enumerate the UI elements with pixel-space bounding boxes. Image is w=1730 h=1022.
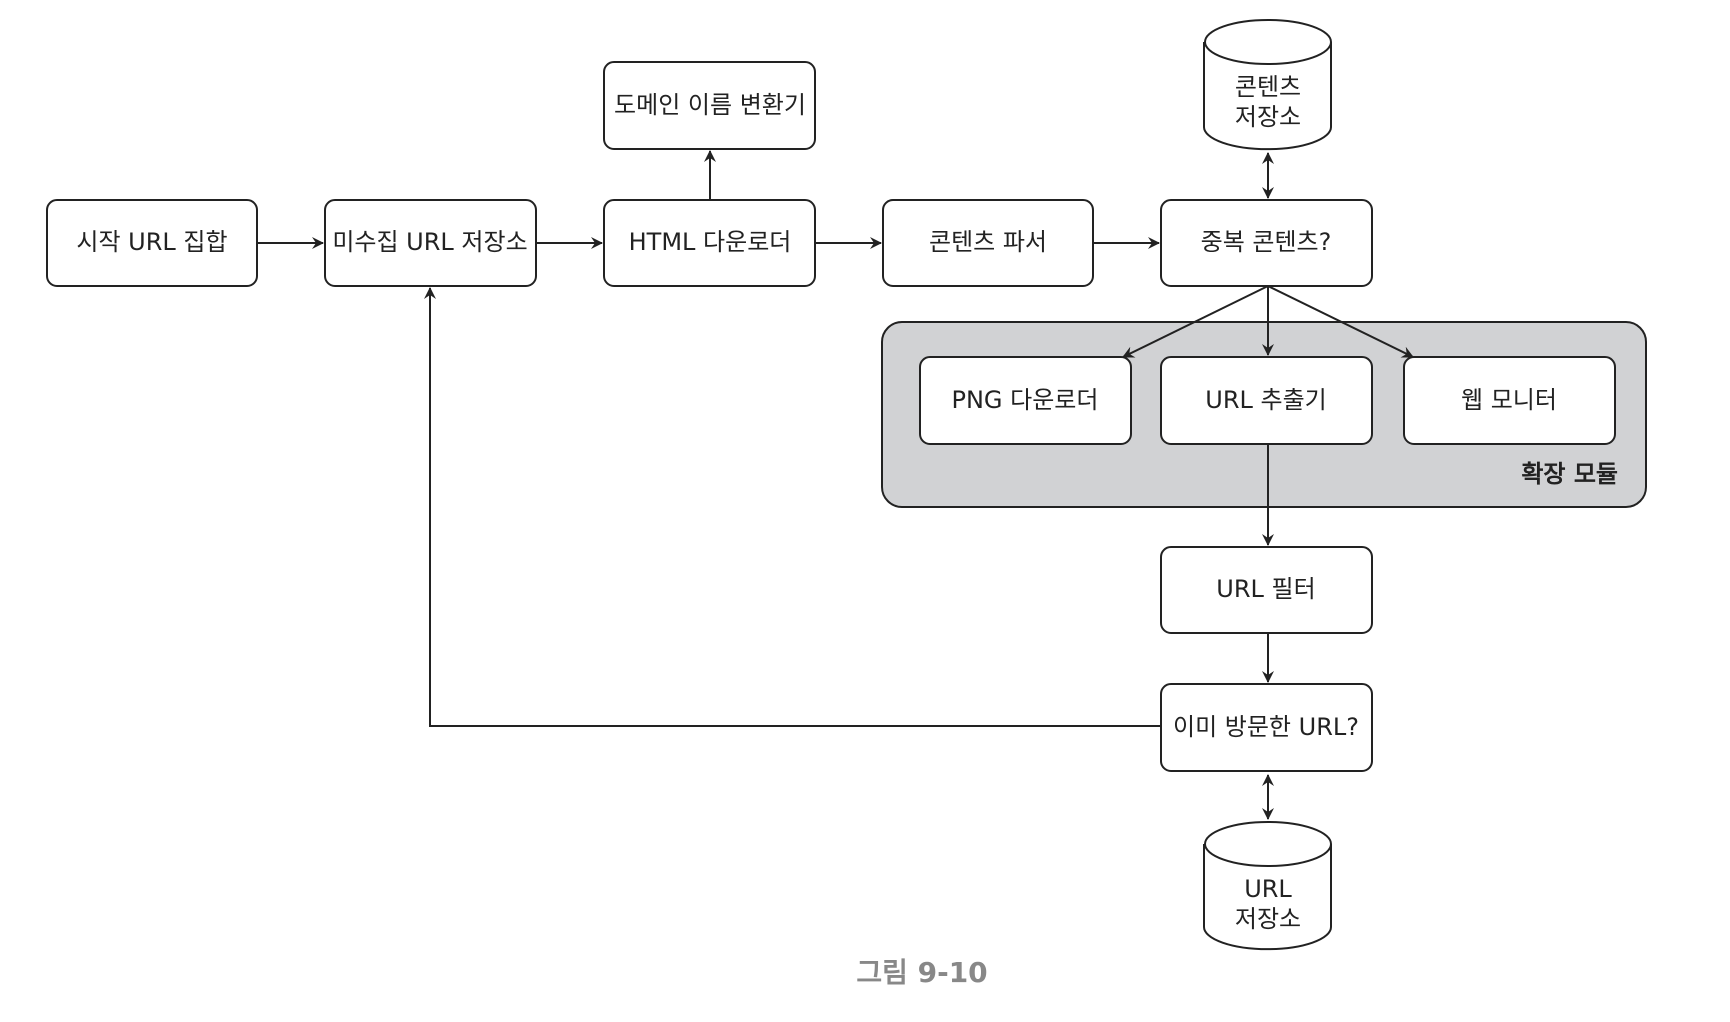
figure-caption: 그림 9-10 <box>856 956 987 989</box>
node-png-downloader[interactable]: PNG 다운로더 <box>919 356 1132 445</box>
node-url-storage[interactable]: URL 저장소 <box>1203 821 1332 951</box>
node-web-monitor[interactable]: 웹 모니터 <box>1403 356 1616 445</box>
edge-content-seen-to-monitor <box>1267 285 1414 358</box>
node-seed-urls[interactable]: 시작 URL 집합 <box>46 199 258 287</box>
node-url-frontier[interactable]: 미수집 URL 저장소 <box>324 199 537 287</box>
node-content-storage-label-line1: 콘텐츠 <box>1235 73 1301 101</box>
node-url-filter[interactable]: URL 필터 <box>1160 546 1373 634</box>
node-url-extractor-label: URL 추출기 <box>1205 386 1326 414</box>
node-url-seen[interactable]: 이미 방문한 URL? <box>1160 683 1373 772</box>
node-url-storage-label-line1: URL <box>1244 875 1292 903</box>
node-content-seen[interactable]: 중복 콘텐츠? <box>1160 199 1373 287</box>
node-content-parser[interactable]: 콘텐츠 파서 <box>882 199 1094 287</box>
edges <box>257 150 1414 820</box>
edge-url-seen-to-frontier <box>424 287 1161 727</box>
node-content-storage-label-line2: 저장소 <box>1235 103 1301 131</box>
node-content-parser-label: 콘텐츠 파서 <box>929 228 1047 256</box>
node-html-downloader-label: HTML 다운로더 <box>629 228 792 256</box>
edge-content-seen-to-png <box>1122 285 1269 358</box>
node-content-seen-label: 중복 콘텐츠? <box>1201 228 1332 256</box>
node-url-filter-label: URL 필터 <box>1216 575 1315 603</box>
node-content-storage[interactable]: 콘텐츠 저장소 <box>1203 19 1332 151</box>
node-url-seen-label: 이미 방문한 URL? <box>1173 713 1359 741</box>
node-dns-resolver[interactable]: 도메인 이름 변환기 <box>603 61 816 150</box>
node-url-extractor[interactable]: URL 추출기 <box>1160 356 1373 445</box>
node-url-frontier-label: 미수집 URL 저장소 <box>332 228 527 256</box>
node-seed-urls-label: 시작 URL 집합 <box>76 228 227 256</box>
node-html-downloader[interactable]: HTML 다운로더 <box>603 199 816 287</box>
node-url-storage-label-line2: 저장소 <box>1235 905 1301 933</box>
node-web-monitor-label: 웹 모니터 <box>1461 386 1557 414</box>
extension-module-label: 확장 모듈 <box>1521 460 1618 488</box>
node-dns-resolver-label: 도메인 이름 변환기 <box>614 91 806 119</box>
node-png-downloader-label: PNG 다운로더 <box>952 386 1099 414</box>
